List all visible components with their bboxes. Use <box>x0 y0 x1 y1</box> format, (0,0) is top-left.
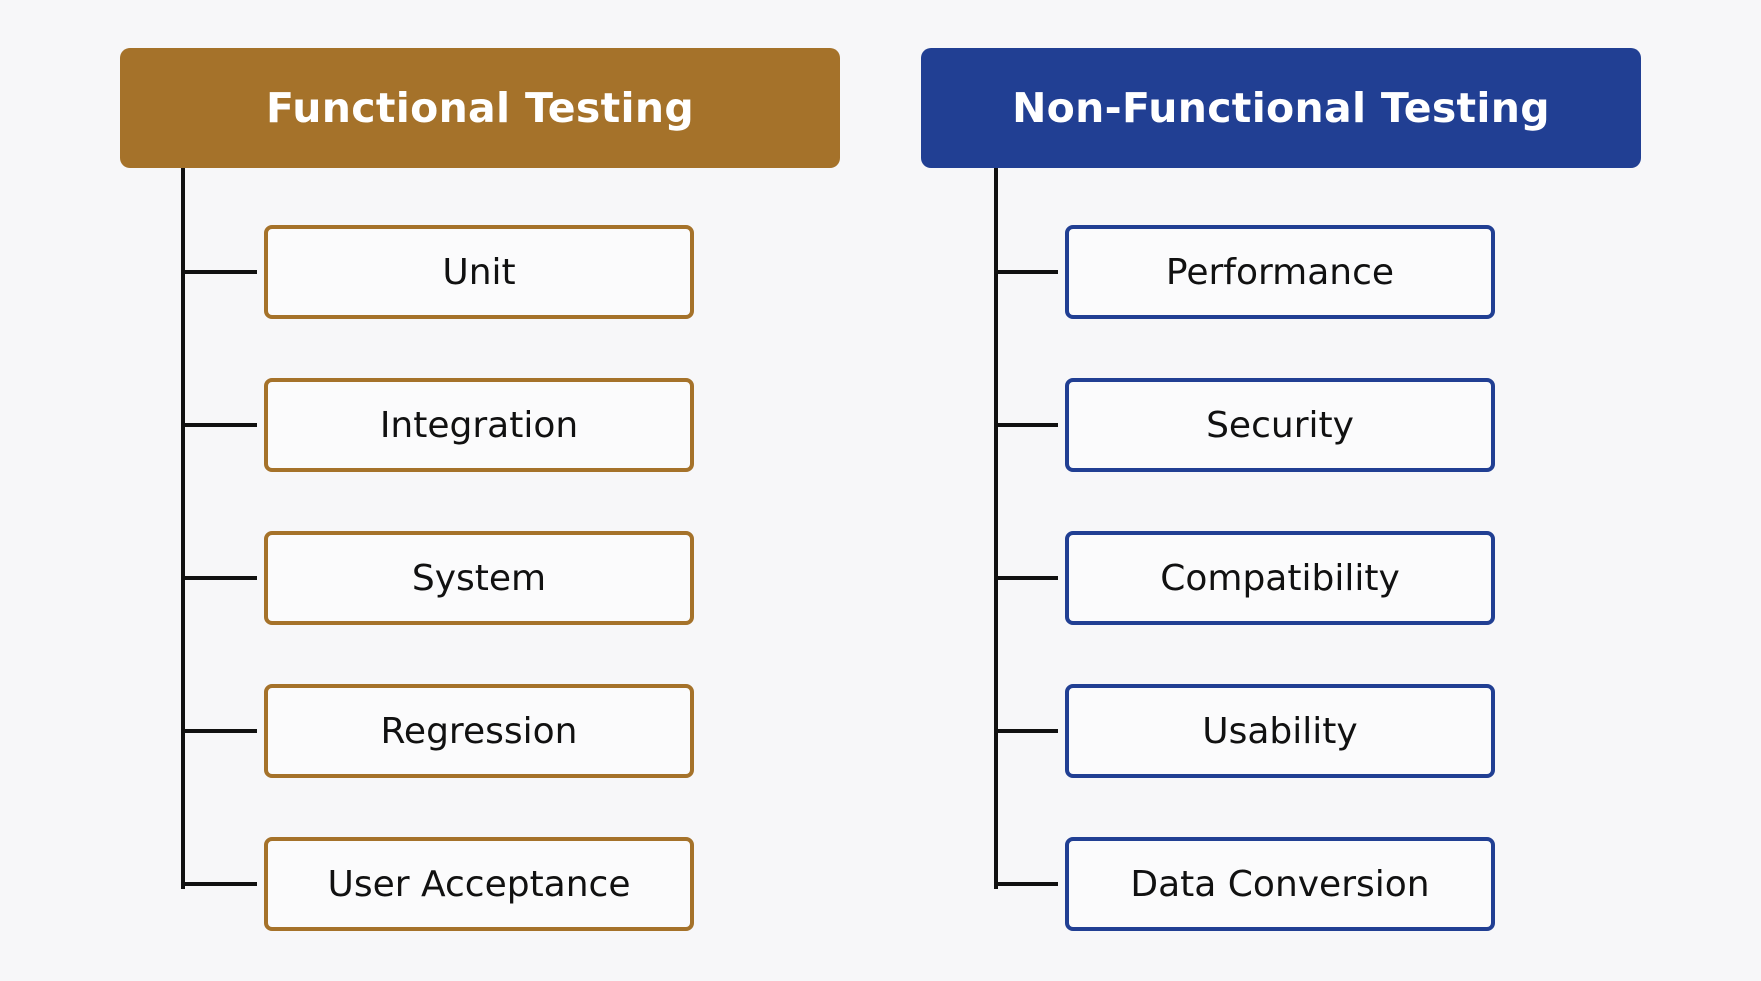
non-functional-connector <box>994 423 1058 427</box>
functional-connector <box>181 882 257 886</box>
non-functional-item-performance: Performance <box>1065 225 1495 319</box>
non-functional-item-security: Security <box>1065 378 1495 472</box>
functional-connector <box>181 576 257 580</box>
functional-item-regression: Regression <box>264 684 694 778</box>
functional-tree-spine <box>181 168 185 889</box>
non-functional-item-data-conversion: Data Conversion <box>1065 837 1495 931</box>
non-functional-connector <box>994 729 1058 733</box>
non-functional-connector <box>994 882 1058 886</box>
non-functional-testing-header: Non-Functional Testing <box>921 48 1641 168</box>
functional-testing-header: Functional Testing <box>120 48 840 168</box>
non-functional-item-usability: Usability <box>1065 684 1495 778</box>
functional-connector <box>181 423 257 427</box>
functional-item-user-acceptance: User Acceptance <box>264 837 694 931</box>
non-functional-connector <box>994 576 1058 580</box>
functional-item-unit: Unit <box>264 225 694 319</box>
non-functional-tree-spine <box>994 168 998 889</box>
functional-item-integration: Integration <box>264 378 694 472</box>
non-functional-item-compatibility: Compatibility <box>1065 531 1495 625</box>
functional-connector <box>181 729 257 733</box>
non-functional-connector <box>994 270 1058 274</box>
functional-item-system: System <box>264 531 694 625</box>
functional-connector <box>181 270 257 274</box>
